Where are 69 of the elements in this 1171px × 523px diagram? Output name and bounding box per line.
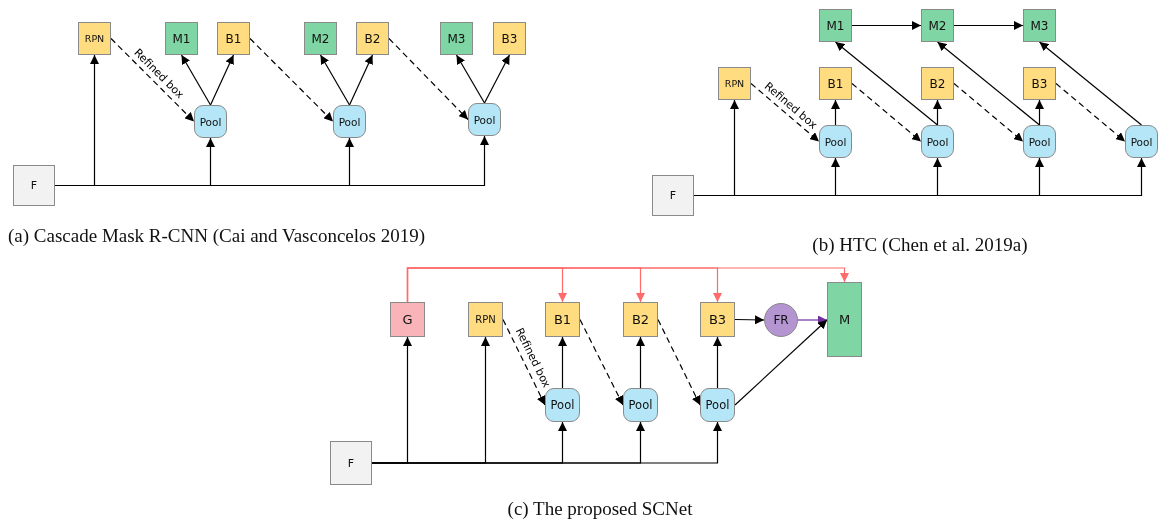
arrow xyxy=(558,336,567,389)
pool-box: Pool xyxy=(1125,125,1158,158)
pool-box: Pool xyxy=(921,125,954,158)
arrow xyxy=(713,336,722,389)
arrow xyxy=(502,318,546,406)
arrow xyxy=(636,336,645,389)
arrow xyxy=(406,267,849,303)
feature-box: F xyxy=(330,441,372,485)
arrow xyxy=(180,54,212,106)
mask-head: M3 xyxy=(1023,9,1056,42)
proposal-box: RPN xyxy=(78,22,111,55)
arrow xyxy=(953,21,1024,30)
arrow xyxy=(734,319,828,406)
arrow xyxy=(1035,99,1044,126)
pool-box: Pool xyxy=(194,105,227,138)
arrow xyxy=(388,37,469,121)
arrow xyxy=(348,54,374,106)
mask-head: M3 xyxy=(440,22,473,55)
mask-head: M xyxy=(827,282,862,357)
box-head: B1 xyxy=(217,22,250,55)
arrow xyxy=(831,99,840,126)
arrow xyxy=(834,41,939,126)
arrow xyxy=(455,54,486,104)
pool-box: Pool xyxy=(819,125,852,158)
box-head: B2 xyxy=(623,302,658,337)
caption: (c) The proposed SCNet xyxy=(507,498,693,520)
proposal-box: RPN xyxy=(468,302,503,337)
arrow xyxy=(209,54,235,106)
arrow xyxy=(1055,82,1126,143)
box-head: B3 xyxy=(700,302,735,337)
mask-head: M1 xyxy=(819,9,852,42)
pool-box: Pool xyxy=(623,388,658,422)
arrow xyxy=(657,318,701,406)
arrow xyxy=(579,318,624,406)
arrow xyxy=(953,82,1024,143)
arrow xyxy=(936,41,1041,126)
arrow xyxy=(483,54,511,104)
proposal-box: RPN xyxy=(718,67,751,100)
caption: (a) Cascade Mask R-CNN (Cai and Vasconcelos 2019) xyxy=(8,225,426,247)
pool-box: Pool xyxy=(1023,125,1056,158)
pool-box: Pool xyxy=(545,388,580,422)
arrow xyxy=(750,82,820,143)
box-head: B3 xyxy=(493,22,526,55)
box-head: B3 xyxy=(1023,67,1056,100)
box-head: B1 xyxy=(819,67,852,100)
arrow xyxy=(797,315,828,325)
global-box: G xyxy=(390,302,425,337)
arrow xyxy=(249,37,334,123)
arrow xyxy=(933,99,942,126)
box-head: B2 xyxy=(921,67,954,100)
box-head: B2 xyxy=(356,22,389,55)
mask-head: M2 xyxy=(304,22,337,55)
arrow xyxy=(734,315,765,325)
arrow xyxy=(319,54,351,106)
mask-head: M2 xyxy=(921,9,954,42)
mask-head: M1 xyxy=(165,22,198,55)
feature-box: F xyxy=(652,175,694,216)
pool-box: Pool xyxy=(700,388,735,422)
caption: (b) HTC (Chen et al. 2019a) xyxy=(812,234,1028,256)
arrow xyxy=(851,82,922,143)
pool-box: Pool xyxy=(468,103,501,136)
circle-node: FR xyxy=(764,303,798,337)
arrow xyxy=(1038,41,1143,126)
arrow xyxy=(110,37,195,123)
box-head: B1 xyxy=(545,302,580,337)
arrow xyxy=(851,21,922,30)
pool-box: Pool xyxy=(333,105,366,138)
arrow xyxy=(371,421,722,464)
feature-box: F xyxy=(13,165,55,206)
